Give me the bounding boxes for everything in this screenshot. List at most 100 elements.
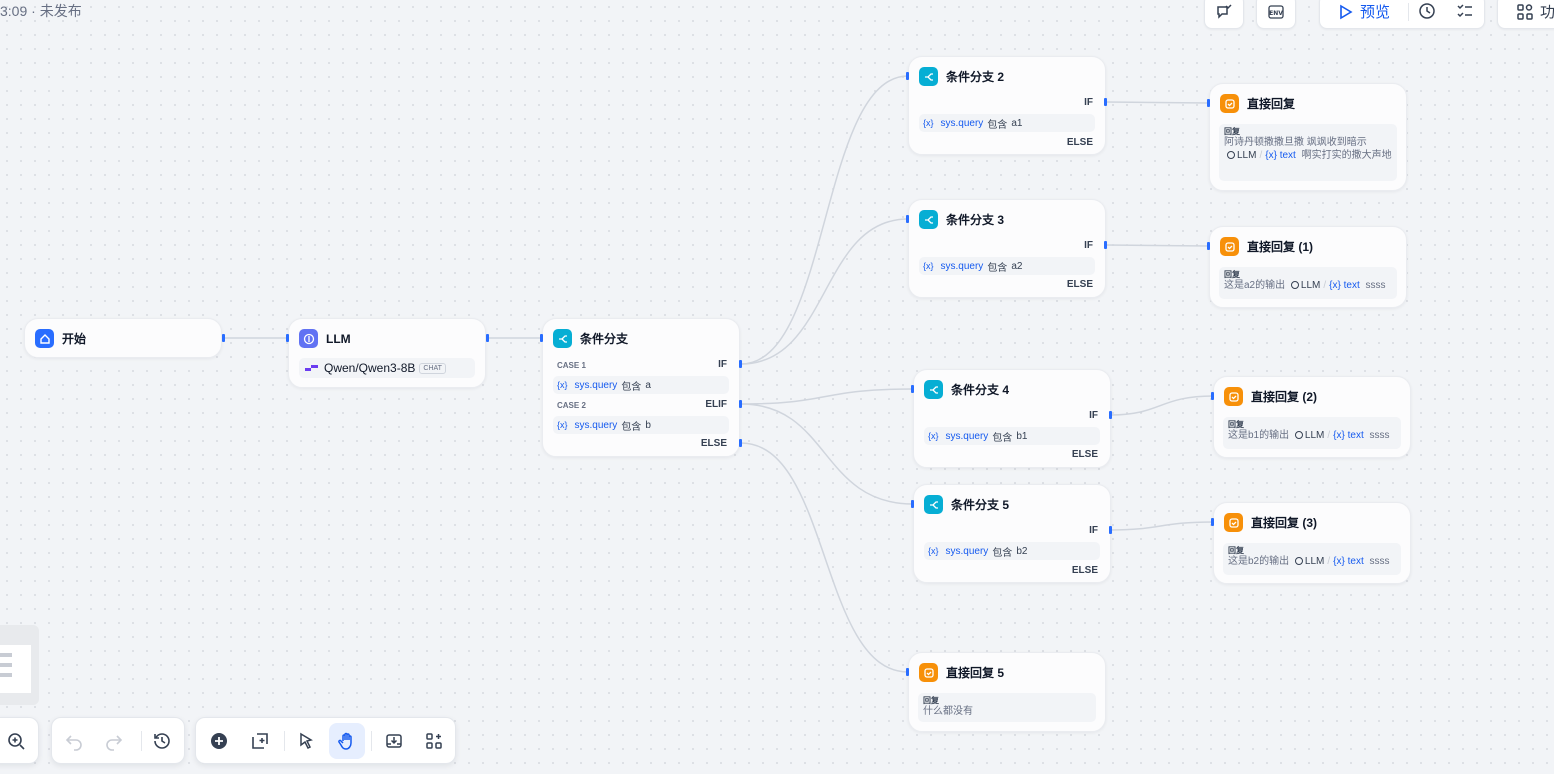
- if-input-handle[interactable]: [540, 334, 543, 342]
- llm-node[interactable]: LLM Qwen/Qwen3-8B CHAT: [288, 318, 486, 388]
- answer5-input-handle[interactable]: [906, 668, 909, 676]
- minimap-viewport[interactable]: [0, 645, 31, 693]
- run-history-button[interactable]: [1418, 2, 1436, 25]
- else-label: ELSE: [1066, 279, 1093, 290]
- condition-row: {x} sys.query 包含 b1: [924, 427, 1100, 445]
- answer-label: 回复: [1228, 546, 1244, 555]
- node-title: 条件分支: [580, 332, 629, 346]
- image-export-icon: [386, 734, 402, 748]
- answer-text-after: ssss: [1369, 556, 1390, 567]
- redo-button[interactable]: [96, 723, 132, 759]
- condition-row: {x} sys.query 包含 b2: [924, 542, 1100, 560]
- elif-output-handle[interactable]: [739, 400, 742, 408]
- if5-input-handle[interactable]: [911, 500, 914, 508]
- if4-input-handle[interactable]: [911, 385, 914, 393]
- start-output-handle[interactable]: [222, 334, 225, 342]
- answer2-input-handle[interactable]: [1211, 392, 1214, 400]
- grid-plus-icon: [1517, 3, 1533, 20]
- answer-input-handle[interactable]: [1207, 99, 1210, 107]
- answer-node[interactable]: 直接回复 回复 阿诗丹顿撒撒旦撒 飒飒收到暗示 LLM/{x} text 啊实打…: [1209, 83, 1407, 191]
- answer1-input-handle[interactable]: [1207, 242, 1210, 250]
- version-history-button[interactable]: [144, 723, 180, 759]
- condition-row: {x} sys.query 包含 a2: [919, 257, 1095, 275]
- condition-operator: 包含: [621, 381, 642, 393]
- condition-variable: sys.query: [940, 260, 984, 272]
- model-selector[interactable]: Qwen/Qwen3-8B CHAT: [299, 358, 475, 378]
- condition-value: a2: [1011, 260, 1023, 272]
- condition-operator: 包含: [621, 421, 642, 433]
- answer-content: 回复 这是a2的输出 LLM/{x} text ssss: [1219, 267, 1397, 299]
- condition-variable: sys.query: [940, 117, 984, 129]
- env-icon: ENV: [1268, 4, 1284, 19]
- tag-separator: /: [1259, 150, 1263, 161]
- answer-node-5[interactable]: 直接回复 5 回复 什么都没有: [908, 652, 1106, 732]
- else-label: ELSE: [1071, 565, 1098, 576]
- toolbar-divider: [371, 731, 372, 751]
- node-title: LLM: [326, 331, 351, 346]
- checklist-button[interactable]: [1204, 0, 1244, 29]
- condition-row: {x} sys.query 包含 b: [553, 416, 729, 434]
- llm-output-handle[interactable]: [486, 334, 489, 342]
- export-image-button[interactable]: [376, 723, 412, 759]
- else-output-handle[interactable]: [739, 439, 742, 447]
- hand-icon: [338, 732, 352, 750]
- node-title: 直接回复 5: [946, 666, 1005, 680]
- if-else-node-5[interactable]: 条件分支 5 IF {x} sys.query 包含 b2 ELSE: [913, 484, 1111, 583]
- zoom-in-button[interactable]: [0, 723, 34, 759]
- reply-icon: [1220, 237, 1239, 256]
- zoom-toolbar: [0, 717, 39, 764]
- case-label: CASE 1: [557, 361, 586, 370]
- if-else-node-3[interactable]: 条件分支 3 IF {x} sys.query 包含 a2 ELSE: [908, 199, 1106, 298]
- tag-llm: LLM: [1237, 150, 1257, 161]
- answer-text-after: 啊实打实的撒大声地: [1301, 150, 1392, 161]
- zoom-in-icon: [8, 733, 25, 750]
- hand-mode-button[interactable]: [329, 723, 365, 759]
- organize-blocks-button[interactable]: [416, 723, 452, 759]
- if3-output-handle[interactable]: [1104, 241, 1107, 249]
- add-note-button[interactable]: [242, 723, 278, 759]
- if2-output-handle[interactable]: [1104, 98, 1107, 106]
- preview-button[interactable]: 预览: [1336, 1, 1390, 22]
- if4-output-handle[interactable]: [1109, 411, 1112, 419]
- branch-icon: [924, 495, 943, 514]
- start-node[interactable]: 开始: [24, 318, 222, 358]
- if-else-node-2[interactable]: 条件分支 2 IF {x} sys.query 包含 a1 ELSE: [908, 56, 1106, 155]
- answer-node-1[interactable]: 直接回复 (1) 回复 这是a2的输出 LLM/{x} text ssss: [1209, 226, 1407, 308]
- pointer-mode-button[interactable]: [288, 723, 324, 759]
- variable-icon: {x}: [928, 546, 939, 556]
- if-output-handle[interactable]: [739, 360, 742, 368]
- home-icon: [35, 329, 54, 348]
- condition-value: b1: [1016, 430, 1028, 442]
- minimap[interactable]: [0, 625, 39, 705]
- features-button[interactable]: 功: [1497, 0, 1554, 29]
- variable-icon: {x}: [923, 118, 934, 128]
- answer-node-3[interactable]: 直接回复 (3) 回复 这是b2的输出 LLM/{x} text ssss: [1213, 502, 1411, 584]
- answer3-input-handle[interactable]: [1211, 518, 1214, 526]
- if-else-node[interactable]: 条件分支 CASE 1 IF {x} sys.query 包含 a CASE 2…: [542, 318, 740, 457]
- answer-node-2[interactable]: 直接回复 (2) 回复 这是b1的输出 LLM/{x} text ssss: [1213, 376, 1411, 458]
- answer-label: 回复: [1224, 127, 1240, 136]
- mode-badge: CHAT: [419, 362, 446, 374]
- env-button[interactable]: ENV: [1256, 0, 1296, 29]
- else-label: ELSE: [700, 438, 727, 449]
- undo-button[interactable]: [56, 723, 92, 759]
- llm-small-icon: [1294, 557, 1303, 566]
- checklist-list-button[interactable]: [1456, 2, 1474, 25]
- if-else-node-4[interactable]: 条件分支 4 IF {x} sys.query 包含 b1 ELSE: [913, 369, 1111, 468]
- condition-variable: sys.query: [945, 430, 989, 442]
- if5-output-handle[interactable]: [1109, 526, 1112, 534]
- condition-operator: 包含: [992, 547, 1013, 559]
- toolbar-divider: [141, 731, 142, 751]
- variable-icon: {x}: [557, 380, 568, 390]
- reply-icon: [1220, 94, 1239, 113]
- node-title: 直接回复: [1247, 97, 1296, 111]
- tag-var: {x} text: [1265, 150, 1296, 161]
- edge-if3-answer1: [1105, 244, 1210, 247]
- if3-input-handle[interactable]: [906, 215, 909, 223]
- if2-input-handle[interactable]: [906, 72, 909, 80]
- answer-content: 回复 这是b1的输出 LLM/{x} text ssss: [1223, 417, 1401, 449]
- edge-if5-answer3: [1110, 521, 1214, 531]
- llm-input-handle[interactable]: [286, 334, 289, 342]
- add-node-button[interactable]: [201, 723, 237, 759]
- edge-if2-answer: [1105, 101, 1210, 104]
